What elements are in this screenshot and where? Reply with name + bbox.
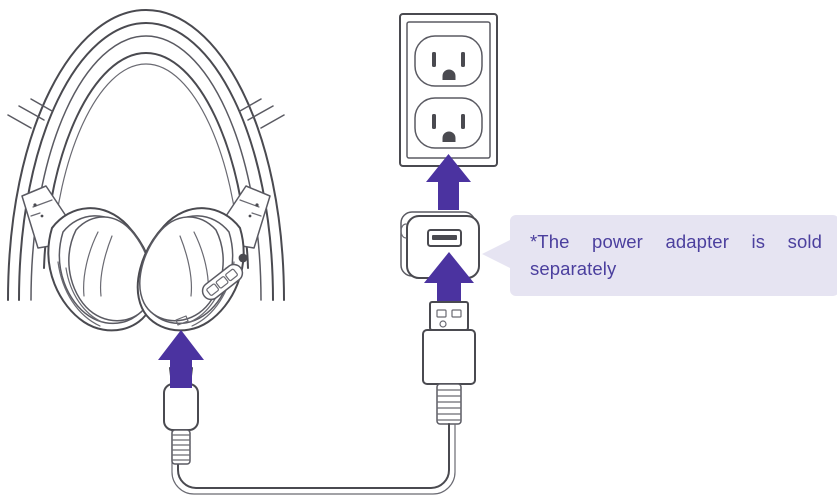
usb-a-plug (422, 301, 476, 425)
strain-relief-usb (436, 383, 462, 425)
arrow-usb-to-adapter (424, 252, 474, 312)
earcup-left (47, 207, 156, 332)
wall-outlet-graphic (399, 13, 498, 167)
earcup-right (136, 207, 248, 332)
headband (7, 9, 285, 301)
headband-slider-right (239, 98, 285, 129)
power-adapter-graphic (400, 211, 480, 279)
headphones-graphic (7, 9, 285, 332)
callout-bubble (482, 215, 837, 296)
charging-cable (171, 423, 456, 495)
led-indicator (238, 253, 248, 263)
outlet-socket-bottom (414, 97, 483, 149)
arrow-adapter-to-outlet (426, 154, 471, 210)
callout-note-line1: *The power adapter is sold (530, 231, 822, 252)
usb-a-port (427, 229, 462, 247)
strain-relief-microusb (171, 429, 191, 465)
micro-usb-port (175, 315, 189, 326)
callout-note-line2: separately (530, 258, 617, 279)
callout-note: *The power adapter is sold separately (530, 228, 822, 282)
control-buttons (201, 263, 244, 301)
outlet-socket-top (414, 35, 483, 87)
arrow-microusb-to-headphones (158, 330, 204, 388)
headband-slider-left (7, 98, 53, 129)
